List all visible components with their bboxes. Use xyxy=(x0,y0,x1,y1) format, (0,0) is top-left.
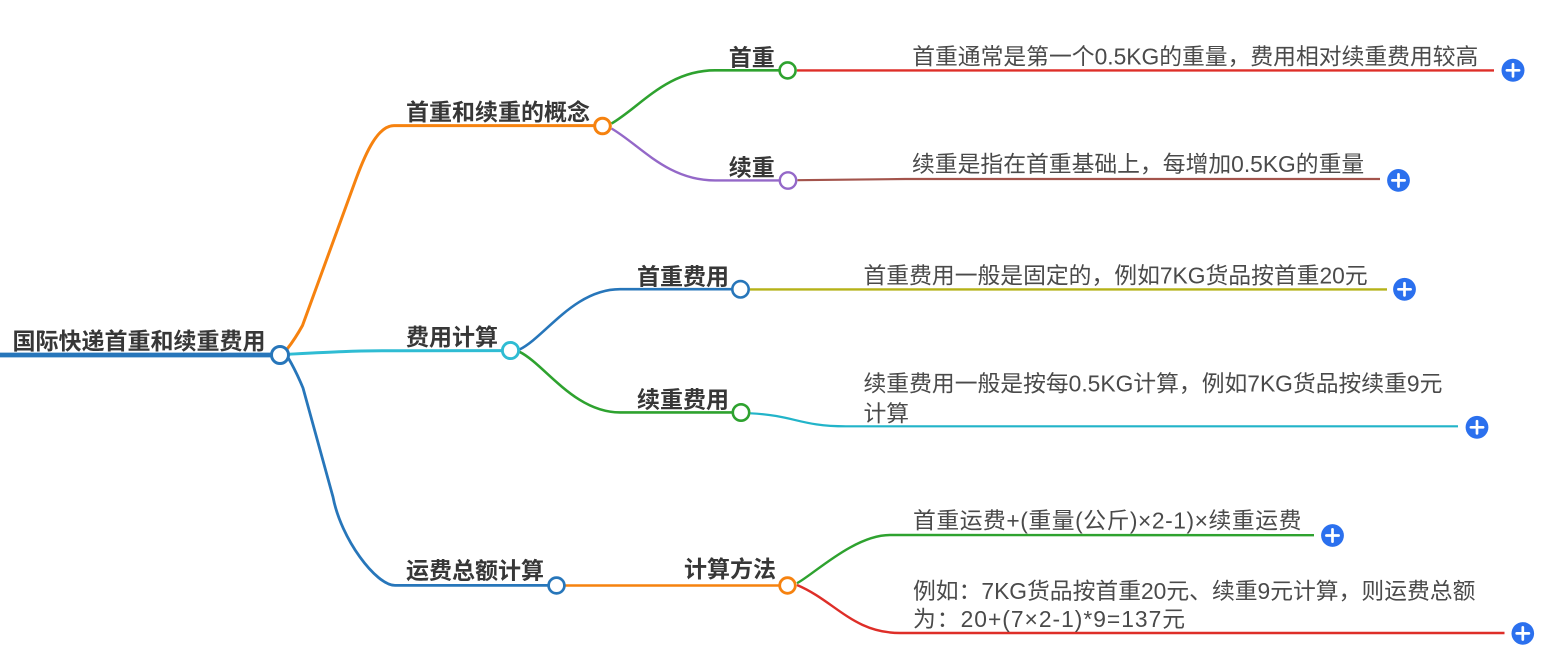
svg-text:费用计算: 费用计算 xyxy=(406,324,498,350)
svg-text:续重费用: 续重费用 xyxy=(637,387,729,413)
svg-text:续重是指在首重基础上，每增加0.5KG的重量: 续重是指在首重基础上，每增加0.5KG的重量 xyxy=(912,151,1364,177)
svg-text:首重费用: 首重费用 xyxy=(637,264,729,290)
svg-text:计算方法: 计算方法 xyxy=(684,556,776,582)
svg-text:例如：7KG货品按首重20元、续重9元计算，则运费总额: 例如：7KG货品按首重20元、续重9元计算，则运费总额 xyxy=(913,578,1476,604)
svg-text:首重费用一般是固定的，例如7KG货品按首重20元: 首重费用一般是固定的，例如7KG货品按首重20元 xyxy=(864,263,1368,289)
svg-text:首重和续重的概念: 首重和续重的概念 xyxy=(406,99,590,125)
svg-text:为：20+(7×2-1)*9=137元: 为：20+(7×2-1)*9=137元 xyxy=(913,606,1186,632)
svg-text:续重费用一般是按每0.5KG计算，例如7KG货品按续重9元: 续重费用一般是按每0.5KG计算，例如7KG货品按续重9元 xyxy=(864,371,1443,397)
svg-text:续重: 续重 xyxy=(729,155,775,181)
svg-text:首重运费+(重量(公斤)×2-1)×续重运费: 首重运费+(重量(公斤)×2-1)×续重运费 xyxy=(913,508,1302,534)
svg-text:首重通常是第一个0.5KG的重量，费用相对续重费用较高: 首重通常是第一个0.5KG的重量，费用相对续重费用较高 xyxy=(912,44,1478,70)
svg-text:首重: 首重 xyxy=(729,45,775,71)
svg-text:运费总额计算: 运费总额计算 xyxy=(406,558,544,584)
svg-text:计算: 计算 xyxy=(864,401,910,427)
svg-text:国际快递首重和续重费用: 国际快递首重和续重费用 xyxy=(13,328,266,354)
